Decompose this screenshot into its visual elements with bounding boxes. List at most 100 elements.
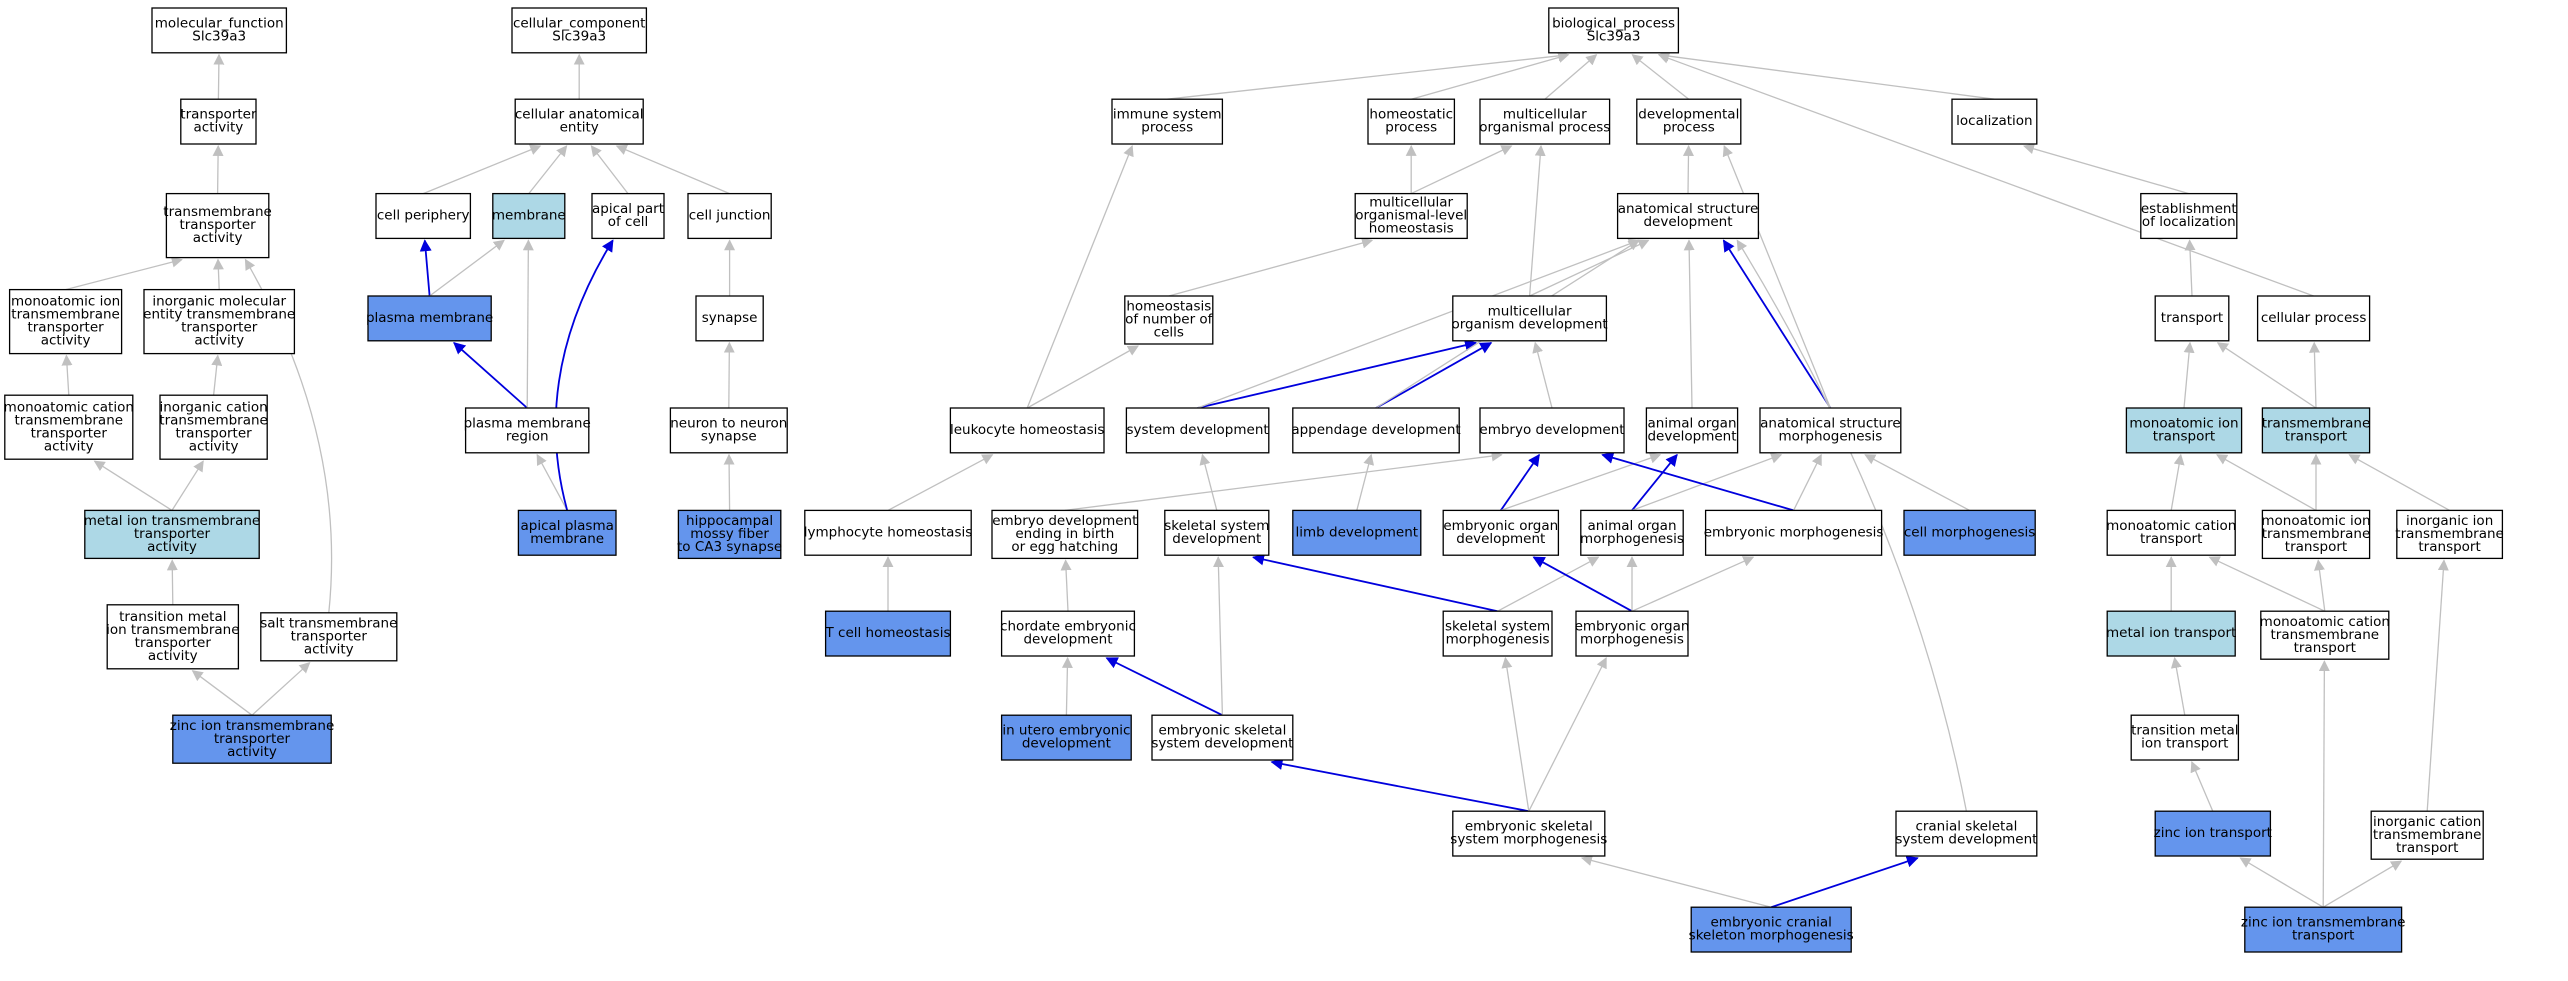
node-label-line: inorganic cation [2373,814,2481,830]
node-zinc-ion-transport[interactable]: zinc ion transport [2154,810,2272,857]
edge-neuron-to-neuron-synapse-to-synapse [723,341,735,409]
edge-cell-morphogenesis-to-anatomical-structure-morphogenesis [1864,454,1970,511]
edge-membrane-to-cellular-anatomical-entity [528,145,568,195]
node-label-line: anatomical structure [1760,416,1901,432]
node-label-line: transporter [214,731,291,747]
node-system-development[interactable]: system development [1125,407,1270,454]
edge-anatomical-structure-morphogenesis-to-anatomical-structure-development [1722,239,1832,409]
node-box [1292,509,1422,556]
node-monoatomic-cation-tm-act[interactable]: monoatomic cationtransmembranetransporte… [4,394,134,460]
node-t-cell-homeostasis[interactable]: T cell homeostasis [824,610,952,657]
node-metal-ion-tm-act[interactable]: metal ion transmembranetransporteractivi… [84,509,261,560]
node-label-line: membrane [492,208,566,224]
node-label-line: transmembrane [2262,416,2371,432]
node-label-line: morphogenesis [1580,632,1684,648]
node-cellular-process[interactable]: cellular process [2256,295,2371,342]
node-box [669,407,788,454]
node-metal-ion-transport[interactable]: metal ion transport [2106,610,2236,657]
node-label-line: entity transmembrane [143,307,295,323]
node-membrane[interactable]: membrane [492,192,566,240]
node-zinc-ion-tm-act[interactable]: zinc ion transmembranetransporteractivit… [170,714,335,764]
edge-system-development-to-multicellular-organism-development [1197,339,1478,409]
node-embryo-development[interactable]: embryo development [1479,407,1625,454]
node-cell-morphogenesis[interactable]: cell morphogenesis [1903,509,2036,556]
node-inorganic-cation-tm-act[interactable]: inorganic cationtransmembranetransporter… [159,394,268,460]
node-plasma-membrane[interactable]: plasma membrane [366,295,493,342]
node-label-line: transport [2418,539,2480,555]
edge-cellular-process-to-bp-root [1657,53,2314,297]
node-synapse[interactable]: synapse [695,295,764,342]
node-transport[interactable]: transport [2154,295,2230,342]
node-localization[interactable]: localization [1951,98,2038,145]
node-label-line: transport [2161,310,2223,326]
node-leukocyte-homeostasis[interactable]: leukocyte homeostasis [949,407,1105,454]
node-box [1164,509,1270,556]
node-cell-junction[interactable]: cell junction [687,192,772,240]
node-label-line: transporter [134,526,211,542]
node-box [1951,98,2038,145]
node-embryonic-morphogenesis[interactable]: embryonic morphogenesis [1704,509,1884,556]
node-label-line: process [1141,120,1193,136]
node-label-line: transmembrane [159,412,268,428]
node-limb-development[interactable]: limb development [1292,509,1422,556]
node-cell-periphery[interactable]: cell periphery [375,192,472,240]
node-label-line: embryonic cranial [1710,915,1831,931]
node-lymphocyte-homeostasis[interactable]: lymphocyte homeostasis [804,509,973,556]
node-box [1442,509,1560,556]
node-monoatomic-ion-tm-act[interactable]: monoatomic iontransmembranetransporterac… [8,288,123,355]
node-box [1759,407,1902,454]
edge-plasma-membrane-region-to-plasma-membrane [453,342,528,409]
node-box [1903,509,2036,556]
node-appendage-development[interactable]: appendage development [1291,407,1461,454]
node-label-line: zinc ion transmembrane [170,718,335,734]
edge-multicellular-level-homeostasis-to-multicellular-organismal-process [1410,145,1513,195]
node-label-line: multicellular [1488,304,1572,320]
